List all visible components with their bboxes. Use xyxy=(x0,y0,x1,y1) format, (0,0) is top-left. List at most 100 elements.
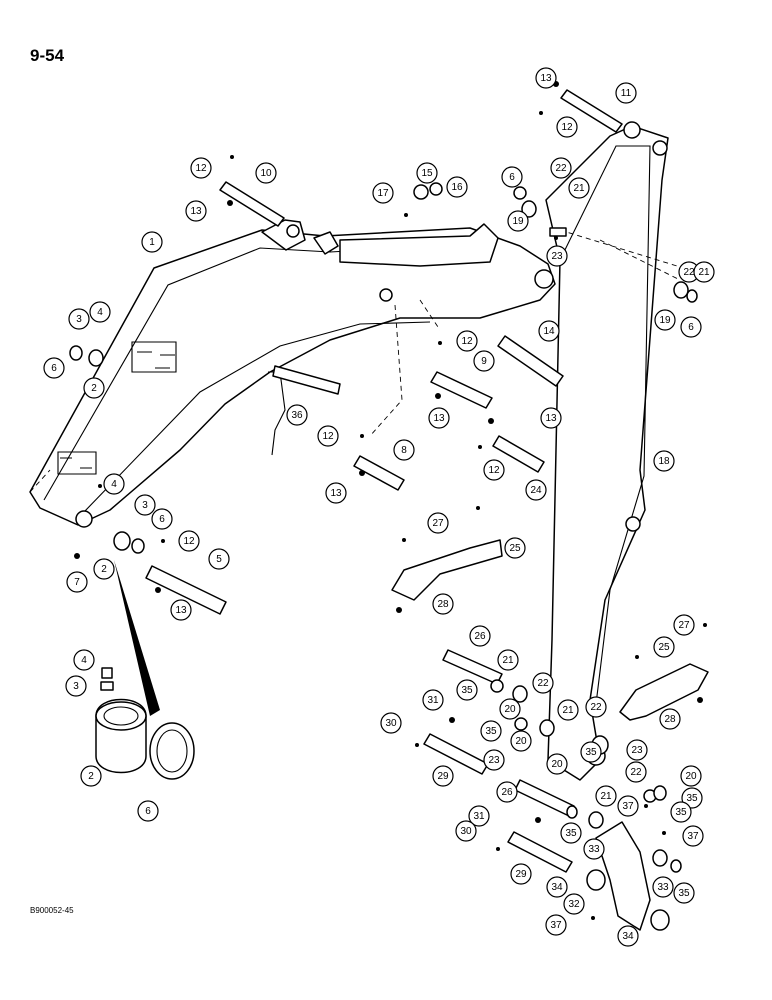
callout-circle xyxy=(652,876,674,898)
callout-circle xyxy=(653,636,675,658)
dipper-top-hole xyxy=(623,121,641,139)
callout-circle xyxy=(540,407,562,429)
callout-circle xyxy=(659,708,681,730)
nut-15 xyxy=(413,184,429,200)
callout-number: 22 xyxy=(537,678,549,689)
callout-6: 6 xyxy=(43,357,65,379)
callout-number: 16 xyxy=(451,182,463,193)
callout-circle xyxy=(670,801,692,823)
callout-13: 13 xyxy=(540,407,562,429)
callout-circle xyxy=(595,785,617,807)
callout-number: 2 xyxy=(91,383,97,394)
callout-number: 29 xyxy=(515,869,527,880)
spacer-35-d xyxy=(566,805,578,819)
pin-26a xyxy=(442,649,503,685)
callout-22: 22 xyxy=(550,157,572,179)
callout-28: 28 xyxy=(659,708,681,730)
callout-circle xyxy=(134,494,156,516)
callout-number: 21 xyxy=(573,183,585,194)
callout-1: 1 xyxy=(141,231,163,253)
callout-circle xyxy=(93,558,115,580)
callout-20: 20 xyxy=(546,753,568,775)
callout-23: 23 xyxy=(546,245,568,267)
callout-circle xyxy=(532,672,554,694)
callout-circle xyxy=(693,261,715,283)
boom-pin-hole-top xyxy=(286,224,300,238)
callout-17: 17 xyxy=(372,182,394,204)
pin-5 xyxy=(145,565,227,615)
callout-number: 9 xyxy=(481,356,487,367)
callout-12: 12 xyxy=(556,116,578,138)
callout-3: 3 xyxy=(65,675,87,697)
callout-number: 20 xyxy=(515,736,527,747)
spacer-35-e xyxy=(670,859,682,873)
callout-33: 33 xyxy=(652,876,674,898)
callout-13: 13 xyxy=(325,482,347,504)
callout-3: 3 xyxy=(68,308,90,330)
callout-circle xyxy=(455,820,477,842)
callout-number: 25 xyxy=(658,642,670,653)
callout-35: 35 xyxy=(670,801,692,823)
callout-5: 5 xyxy=(208,548,230,570)
callout-circle xyxy=(626,739,648,761)
callout-circle xyxy=(546,245,568,267)
callout-number: 35 xyxy=(678,888,690,899)
callout-number: 22 xyxy=(630,767,642,778)
callout-8: 8 xyxy=(393,439,415,461)
callout-number: 23 xyxy=(551,251,563,262)
callout-number: 37 xyxy=(622,801,634,812)
callout-18: 18 xyxy=(653,450,675,472)
callout-33: 33 xyxy=(583,838,605,860)
callout-6: 6 xyxy=(501,166,523,188)
callout-circle xyxy=(416,162,438,184)
bushing-20-a xyxy=(512,685,528,703)
callout-number: 13 xyxy=(545,413,557,424)
callout-number: 12 xyxy=(488,465,500,476)
boom-top-lug-2 xyxy=(313,231,339,255)
callout-7: 7 xyxy=(66,571,88,593)
callout-circle xyxy=(680,765,702,787)
boom-cutout-1 xyxy=(60,351,175,469)
callout-circle xyxy=(625,761,647,783)
detail-pointer xyxy=(114,560,160,716)
callout-circle xyxy=(535,67,557,89)
callout-2: 2 xyxy=(93,558,115,580)
callout-number: 21 xyxy=(698,267,710,278)
callout-circle xyxy=(68,308,90,330)
callout-number: 12 xyxy=(461,336,473,347)
callout-24: 24 xyxy=(525,479,547,501)
callout-circle xyxy=(190,157,212,179)
callout-number: 22 xyxy=(683,267,695,278)
callout-6: 6 xyxy=(680,316,702,338)
callout-11: 11 xyxy=(615,82,637,104)
callout-circle xyxy=(615,82,637,104)
callout-circle xyxy=(585,696,607,718)
callout-31: 31 xyxy=(422,689,444,711)
callout-circle xyxy=(66,571,88,593)
dipper-stick xyxy=(545,125,669,781)
callout-circle xyxy=(65,675,87,697)
callout-21: 21 xyxy=(497,649,519,671)
callout-circle xyxy=(89,301,111,323)
callout-number: 30 xyxy=(385,718,397,729)
callout-26: 26 xyxy=(469,625,491,647)
callout-number: 4 xyxy=(81,655,87,666)
boom-dashed-guide-2 xyxy=(369,304,403,437)
callout-circle xyxy=(432,765,454,787)
callout-circle xyxy=(446,176,468,198)
callout-circle xyxy=(501,166,523,188)
callout-number: 37 xyxy=(550,920,562,931)
callout-13: 13 xyxy=(185,200,207,222)
bushing-2-detail-rim xyxy=(95,701,147,731)
dipper-small-pin-23 xyxy=(549,227,567,237)
callout-21: 21 xyxy=(595,785,617,807)
callout-number: 4 xyxy=(97,307,103,318)
callout-29: 29 xyxy=(510,863,532,885)
callout-number: 21 xyxy=(562,705,574,716)
callout-number: 10 xyxy=(260,168,272,179)
callout-number: 15 xyxy=(421,168,433,179)
boom-cutout-2 xyxy=(57,341,177,475)
callout-22: 22 xyxy=(585,696,607,718)
callout-number: 13 xyxy=(330,488,342,499)
pin-9 xyxy=(430,371,493,409)
